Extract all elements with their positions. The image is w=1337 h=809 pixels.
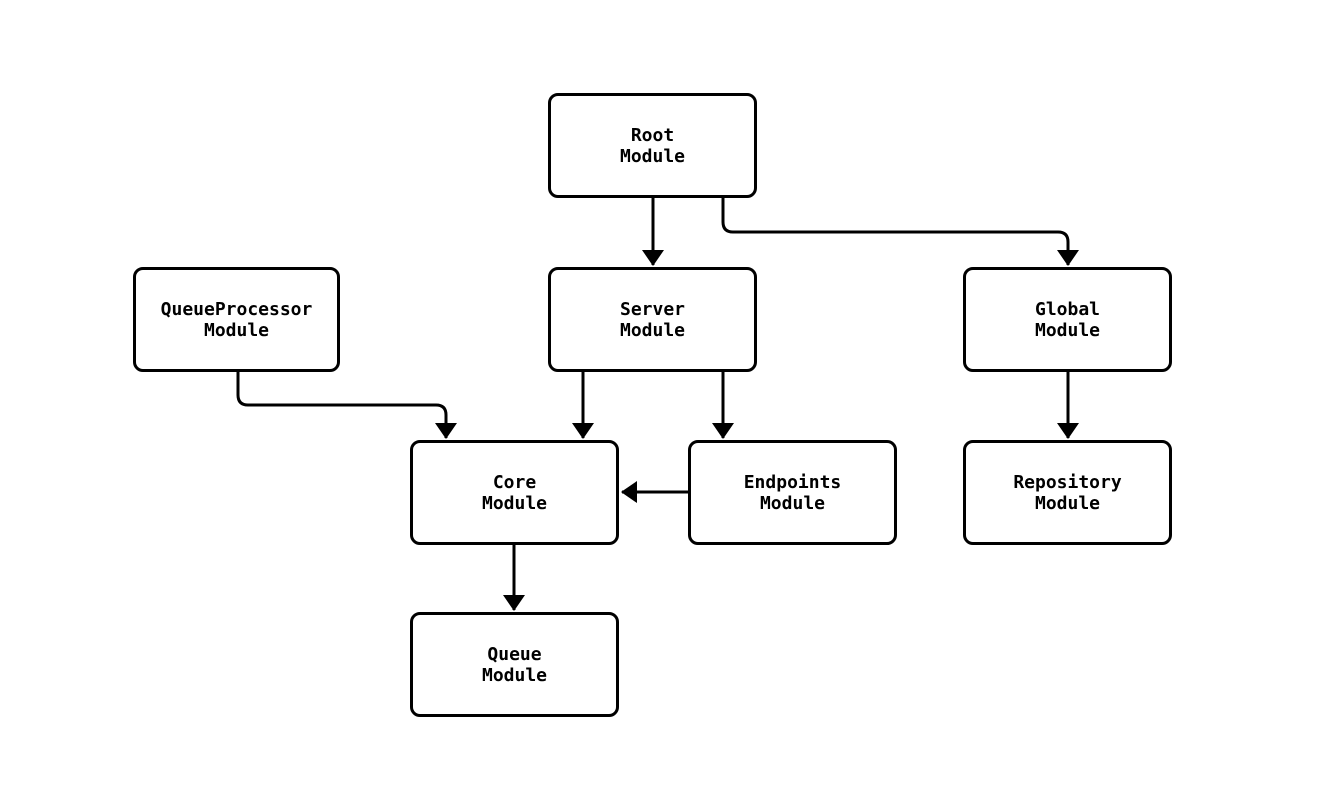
node-queueprocessor-module-label: QueueProcessor Module [160,298,313,341]
node-global-module: Global Module [963,267,1172,372]
node-core-module-label: Core Module [481,471,548,514]
node-root-module: Root Module [548,93,757,198]
edge-root-to-global [721,198,1079,266]
node-queue-module: Queue Module [410,612,619,717]
node-repository-module-label: Repository Module [1013,471,1122,514]
node-root-module-label: Root Module [619,124,686,167]
node-core-module: Core Module [410,440,619,545]
node-server-module: Server Module [548,267,757,372]
edge-queueprocessor-to-core [236,372,457,439]
node-queue-module-label: Queue Module [481,643,548,686]
node-endpoints-module: Endpoints Module [688,440,897,545]
node-repository-module: Repository Module [963,440,1172,545]
node-global-module-label: Global Module [1034,298,1101,341]
node-endpoints-module-label: Endpoints Module [743,471,842,514]
node-server-module-label: Server Module [619,298,686,341]
node-queueprocessor-module: QueueProcessor Module [133,267,340,372]
